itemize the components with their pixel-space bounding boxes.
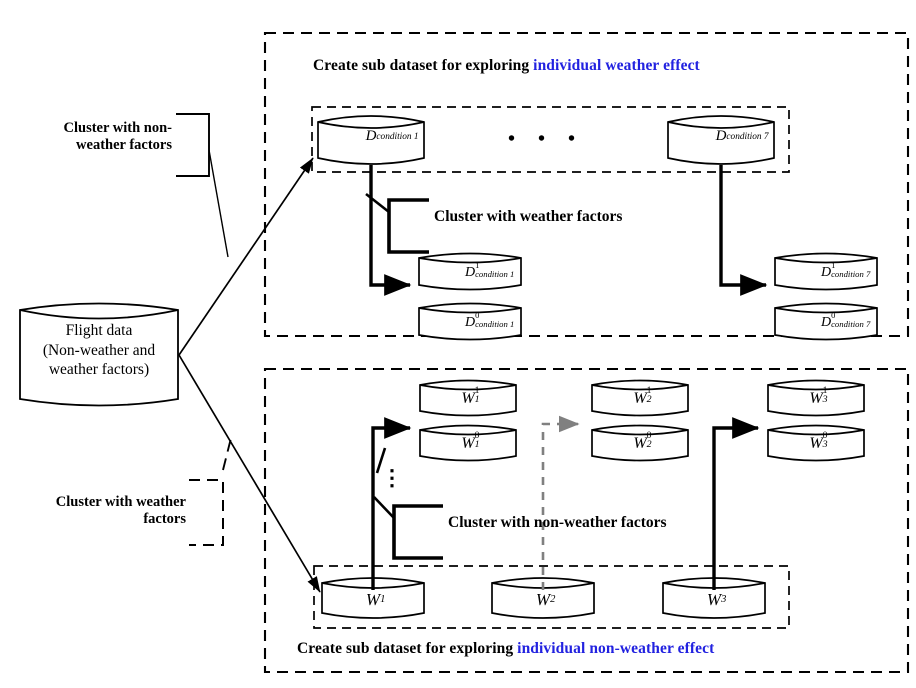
top-section-border (263, 31, 910, 338)
branch-line-lower (178, 354, 321, 593)
cylinder-w3-sup1 (767, 379, 865, 417)
cylinder-w1-sup0 (419, 424, 517, 462)
callout-bottom-label: Cluster with non-weather factors (448, 514, 667, 531)
left-label-top-line1: Cluster with non- (63, 120, 173, 136)
condition-dataset-group-border (311, 106, 790, 173)
left-label-top-line2: weather factors (76, 137, 172, 154)
left-label-bottom-line1: Cluster with weather (55, 494, 186, 510)
bottom-title-prefix: Create sub dataset for exploring (297, 640, 518, 657)
top-title-highlight: individual weather effect (533, 57, 700, 74)
flight-data-label-line2: (Non-weather and (42, 341, 156, 359)
condition-ellipsis: • • • (508, 128, 585, 150)
top-title-prefix: Create sub dataset for exploring (313, 57, 534, 74)
connector-d7-split (719, 165, 768, 296)
cluster-repeat-tick (375, 447, 387, 474)
flight-data-label-line3: weather factors) (48, 361, 150, 379)
left-label-cluster-weather: Cluster with weather factors (38, 494, 186, 528)
connector-d1-split (369, 165, 412, 296)
cylinder-d-condition-1 (317, 115, 425, 165)
bottom-section-border (263, 367, 910, 674)
connector-w1-split (371, 417, 412, 590)
callout-top-label: Cluster with weather factors (434, 208, 623, 225)
cylinder-w1-sup1 (419, 379, 517, 417)
flight-data-cylinder (19, 302, 179, 407)
callout-bracket-top (365, 192, 429, 254)
flight-data-label-line1: Flight data (65, 322, 133, 339)
cylinder-d-condition-7 (667, 115, 775, 165)
left-label-bracket-top (176, 113, 229, 258)
weather-cluster-group-border (313, 565, 790, 629)
left-label-bracket-bottom (189, 433, 233, 546)
cylinder-w2-sup0 (591, 424, 689, 462)
cylinder-w3-sup0 (767, 424, 865, 462)
cylinder-d0-condition-1 (418, 302, 522, 341)
cluster-repeat-ellipsis: ⋮ (381, 465, 403, 490)
connector-w2-split-dashed (541, 415, 580, 590)
branch-line-upper (178, 157, 314, 356)
top-section-title: Create sub dataset for exploring individ… (313, 57, 700, 75)
flight-data-label: Flight data (Non-weather and weather fac… (14, 321, 184, 380)
cylinder-w2-sup1 (591, 379, 689, 417)
callout-bracket-bottom (373, 496, 443, 560)
cylinder-d1-condition-7 (774, 252, 878, 291)
left-label-cluster-non-weather: Cluster with non- weather factors (40, 120, 173, 154)
bottom-title-highlight: individual non-weather effect (517, 640, 715, 657)
left-label-bottom-line2: factors (143, 511, 186, 528)
cylinder-d0-condition-7 (774, 302, 878, 341)
bottom-section-title: Create sub dataset for exploring individ… (297, 640, 714, 658)
cylinder-d1-condition-1 (418, 252, 522, 291)
connector-w3-split (712, 417, 760, 590)
